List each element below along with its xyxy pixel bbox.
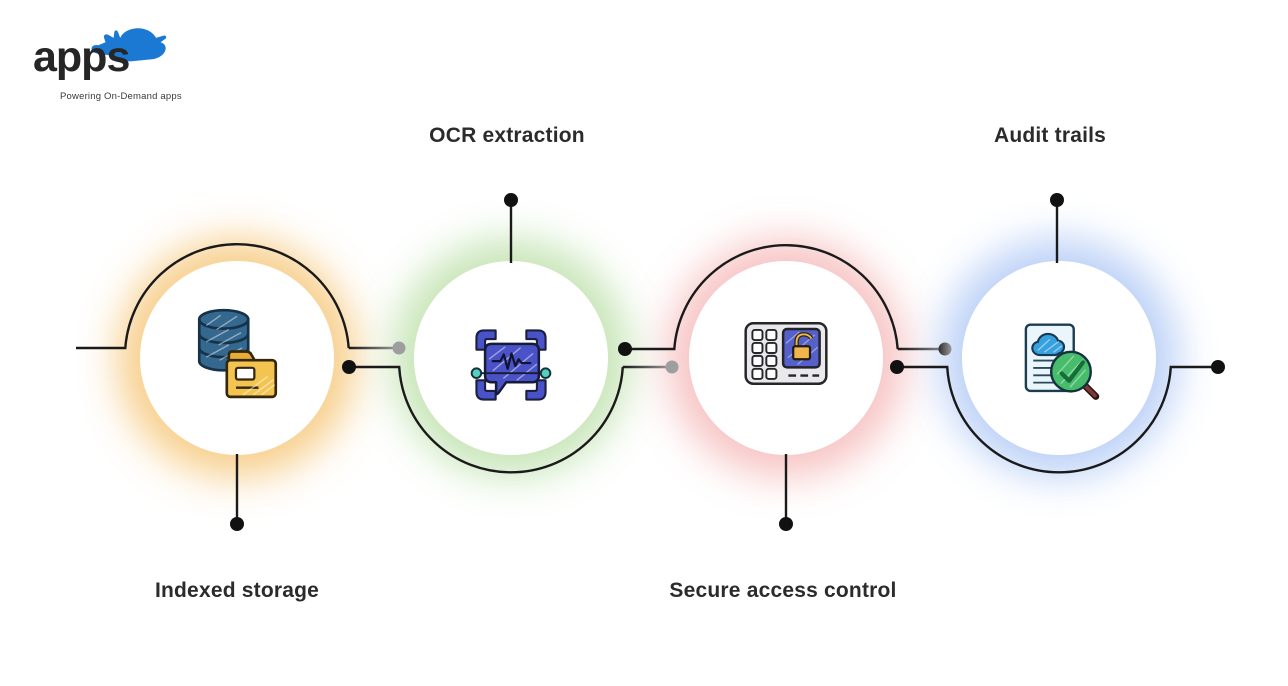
rhino-logo-icon	[91, 28, 167, 62]
feature-circle-ocr-extraction	[414, 261, 608, 455]
segment-end-dot	[1211, 360, 1225, 374]
segment-start-dot	[618, 342, 632, 356]
stem-dot	[230, 517, 244, 531]
label-secure-access: Secure access control	[669, 579, 897, 602]
stem-dot	[504, 193, 518, 207]
brand-logo: apps Powering On-Demand apps	[33, 14, 233, 102]
segment-start-dot	[342, 360, 356, 374]
segment-end-dot	[665, 360, 679, 374]
feature-circle-audit-trails	[962, 261, 1156, 455]
stem-dot	[1050, 193, 1064, 207]
label-indexed-storage: Indexed storage	[154, 579, 320, 602]
document-magnifier-icon	[1024, 323, 1100, 400]
segment-end-dot	[392, 341, 406, 355]
ocr-scan-bubble-icon	[470, 329, 552, 401]
brand-tagline: Powering On-Demand apps	[60, 91, 182, 102]
label-audit-trails: Audit trails	[993, 124, 1107, 147]
keypad-lock-icon	[744, 321, 828, 385]
brand-name: apps	[33, 33, 130, 81]
label-ocr-extraction: OCR extraction	[429, 124, 585, 147]
stem-dot	[779, 517, 793, 531]
segment-start-dot	[890, 360, 904, 374]
database-folder-icon	[197, 308, 278, 399]
feature-circle-secure-access	[689, 261, 883, 455]
feature-circle-indexed-storage	[140, 261, 334, 455]
segment-end-dot	[938, 342, 952, 356]
